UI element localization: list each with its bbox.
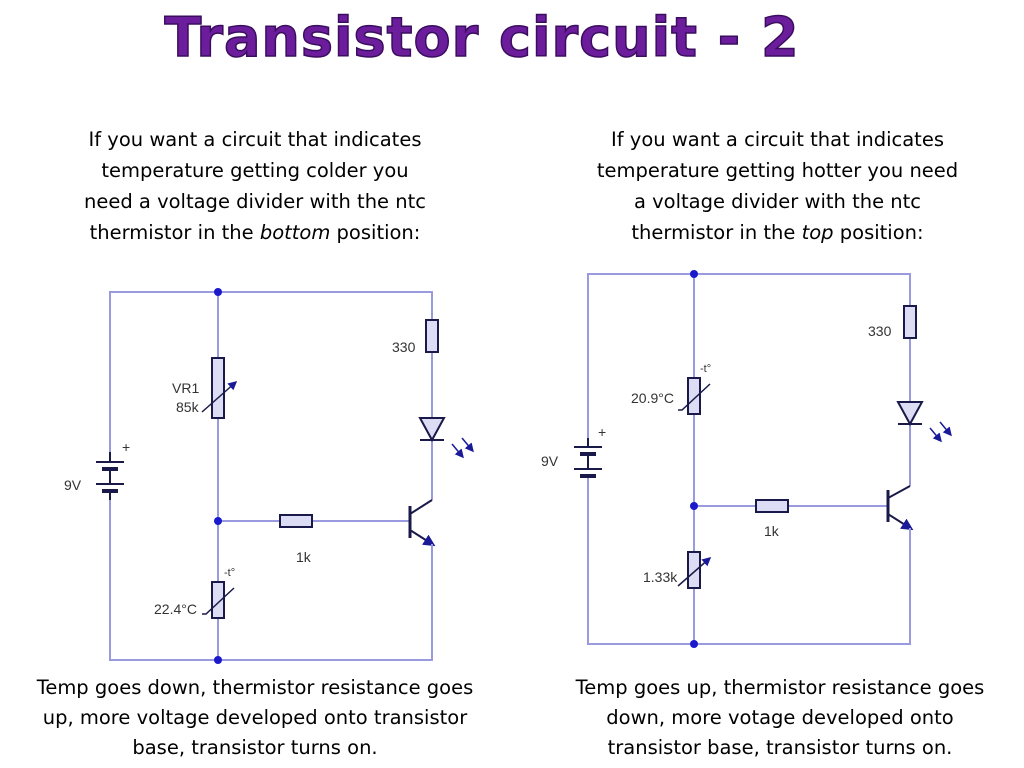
left-transistor: [408, 499, 436, 570]
right-caption-line: down, more votage developed onto: [606, 706, 954, 729]
right-variable-resistor: [677, 551, 712, 589]
left-node-top: [214, 288, 222, 296]
left-thermistor: [202, 581, 235, 619]
right-wires: [587, 273, 911, 645]
left-battery-plus: +: [122, 439, 130, 455]
right-caption-line: Temp goes up, thermistor resistance goes: [575, 676, 985, 699]
left-battery: [96, 452, 124, 500]
left-intro-line: If you want a circuit that indicates: [88, 128, 422, 151]
left-circuit: + 9V VR1 85k 330 1k: [64, 288, 474, 664]
right-intro-line: temperature getting hotter you need: [596, 159, 959, 182]
right-thermistor-temp: 20.9°C: [631, 390, 674, 406]
left-led: [418, 417, 474, 459]
left-wires: [109, 291, 433, 661]
right-intro-emphasis: top: [801, 221, 834, 244]
right-base-resistor-label: 1k: [764, 523, 780, 539]
right-caption: Temp goes up, thermistor resistance goes…: [540, 673, 1020, 763]
right-intro-text: position:: [833, 221, 924, 244]
right-intro-line: If you want a circuit that indicates: [610, 128, 944, 151]
left-led-resistor: [425, 319, 439, 353]
right-vr-value: 1.33k: [643, 569, 678, 585]
right-node-top: [690, 270, 698, 278]
left-node-middle: [214, 517, 222, 525]
left-caption-line: base, transistor turns on.: [132, 736, 378, 759]
right-led: [896, 401, 952, 443]
left-variable-resistor: [201, 357, 238, 419]
left-base-resistor-label: 1k: [296, 549, 312, 565]
page-title: Transistor circuit - 2: [164, 5, 800, 70]
left-base-resistor: [279, 514, 313, 528]
left-intro-line: temperature getting colder you: [101, 159, 409, 182]
left-battery-label: 9V: [64, 477, 82, 493]
right-thermistor-symbol: -t°: [700, 363, 711, 375]
right-circuit: + 9V -t° 20.9°C 330 1k: [541, 270, 952, 648]
right-intro: If you want a circuit that indicates tem…: [555, 124, 1000, 248]
right-battery-plus: +: [598, 424, 606, 440]
right-node-middle: [690, 502, 698, 510]
left-intro-text: position:: [330, 221, 421, 244]
left-thermistor-temp: 22.4°C: [154, 601, 197, 617]
right-battery-label: 9V: [541, 453, 559, 469]
right-battery: [574, 438, 602, 478]
right-led-resistor-label: 330: [868, 323, 892, 339]
right-caption-line: transistor base, transistor turns on.: [607, 736, 953, 759]
left-led-resistor-label: 330: [392, 339, 416, 355]
left-caption-line: Temp goes down, thermistor resistance go…: [36, 676, 474, 699]
right-intro-text: thermistor in the: [631, 221, 802, 244]
left-caption: Temp goes down, thermistor resistance go…: [10, 673, 500, 763]
right-intro-line: a voltage divider with the ntc: [633, 190, 922, 213]
left-vr-value: 85k: [176, 399, 200, 415]
left-vr-name: VR1: [172, 380, 199, 396]
left-caption-line: up, more voltage developed onto transist…: [42, 706, 468, 729]
right-intro-line: thermistor in the top position:: [555, 217, 1000, 248]
right-thermistor: [678, 377, 711, 415]
left-intro-emphasis: bottom: [259, 221, 331, 244]
left-intro-line: need a voltage divider with the ntc: [84, 190, 426, 213]
right-led-resistor: [903, 305, 917, 339]
left-intro: If you want a circuit that indicates tem…: [40, 124, 470, 248]
right-node-bottom: [690, 640, 698, 648]
left-thermistor-symbol: -t°: [224, 567, 235, 579]
left-node-bottom: [214, 656, 222, 664]
right-transistor: [886, 485, 914, 552]
left-intro-text: thermistor in the: [89, 221, 260, 244]
right-base-resistor: [755, 499, 789, 513]
left-intro-line: thermistor in the bottom position:: [40, 217, 470, 248]
